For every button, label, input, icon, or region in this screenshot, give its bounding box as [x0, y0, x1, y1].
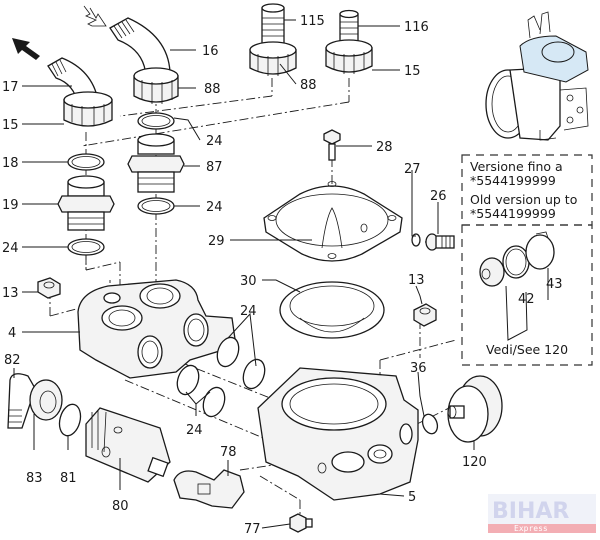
label-15b: 15: [404, 64, 421, 79]
label-13b: 13: [408, 273, 425, 288]
label-115: 115: [300, 14, 325, 29]
label-87: 87: [206, 160, 223, 175]
part-5-pump-body[interactable]: [257, 367, 419, 501]
part-19-nipple[interactable]: [57, 175, 115, 231]
label-36: 36: [410, 361, 427, 376]
part-29-cover[interactable]: [263, 181, 403, 262]
part-116-hose-tail[interactable]: [325, 9, 373, 75]
old-version-it-label: Versione fino a: [470, 159, 563, 174]
label-24e: 24: [186, 423, 203, 438]
part-16-elbow-fitting[interactable]: [109, 17, 179, 104]
part-42-ring[interactable]: [502, 245, 530, 279]
label-82: 82: [4, 353, 21, 368]
old-cap-part[interactable]: [479, 257, 505, 287]
flow-out-arrow-icon: [12, 38, 40, 60]
see-120-reference: Vedi/See 120: [486, 342, 568, 357]
label-15a: 15: [2, 118, 19, 133]
part-labels: 16 17 15 88 115 88 116 15 24 18 87 28 19…: [2, 14, 563, 537]
part-26-plug[interactable]: [425, 233, 455, 251]
label-29: 29: [208, 234, 225, 249]
label-5: 5: [408, 490, 416, 505]
o-ring-24-right-d[interactable]: [199, 384, 228, 419]
label-116: 116: [404, 20, 429, 35]
label-19: 19: [2, 198, 19, 213]
part-77-plug[interactable]: [289, 513, 313, 533]
watermark-subtext: Express: [514, 524, 548, 533]
o-ring-24-mid[interactable]: [137, 197, 175, 215]
old-version-en-label: Old version up to: [470, 192, 577, 207]
flow-in-arrow-icon: [83, 5, 107, 27]
part-82-elbow[interactable]: [7, 373, 37, 429]
label-4: 4: [8, 326, 16, 341]
part-4-manifold[interactable]: [77, 279, 237, 379]
o-ring-24-left[interactable]: [67, 238, 105, 256]
o-ring-24-right-c[interactable]: [173, 362, 202, 397]
label-16: 16: [202, 44, 219, 59]
part-27-o-ring[interactable]: [411, 233, 421, 247]
o-ring-24-right-a[interactable]: [213, 334, 242, 369]
watermark-logo: BIHAR Express: [488, 494, 596, 533]
label-77: 77: [244, 522, 261, 537]
label-26: 26: [430, 189, 447, 204]
label-18: 18: [2, 156, 19, 171]
label-30: 30: [240, 274, 257, 289]
label-13a: 13: [2, 286, 19, 301]
label-88a: 88: [204, 82, 221, 97]
part-17-elbow-fitting[interactable]: [47, 57, 113, 127]
label-81: 81: [60, 471, 77, 486]
part-28-bolt[interactable]: [323, 129, 341, 161]
label-28: 28: [376, 140, 393, 155]
label-17: 17: [2, 80, 19, 95]
label-24d: 24: [240, 304, 257, 319]
complete-pump-thumbnail: [485, 11, 589, 141]
old-version-it-serial: *5544199999: [470, 173, 556, 188]
leader-lines: [13, 19, 475, 529]
part-87-nipple[interactable]: [127, 133, 185, 193]
label-43: 43: [546, 277, 563, 292]
part-120-cap[interactable]: [447, 375, 503, 443]
o-ring-24-right-b[interactable]: [239, 356, 268, 391]
o-ring-18[interactable]: [67, 153, 105, 171]
part-13-nut-left[interactable]: [37, 277, 61, 299]
old-version-box: Versione fino a *5544199999 Old version …: [461, 154, 593, 366]
part-78-elbow[interactable]: [173, 469, 245, 509]
label-24b: 24: [206, 200, 223, 215]
label-42: 42: [518, 292, 535, 307]
part-80-valve[interactable]: [85, 407, 171, 483]
label-27: 27: [404, 162, 421, 177]
watermark-text: BIHAR: [492, 499, 569, 524]
o-ring-24-upper[interactable]: [137, 112, 175, 130]
label-88b: 88: [300, 78, 317, 93]
label-24c: 24: [2, 241, 19, 256]
part-81-o-ring[interactable]: [56, 402, 84, 438]
label-78: 78: [220, 445, 237, 460]
label-83: 83: [26, 471, 43, 486]
label-24a: 24: [206, 134, 223, 149]
part-83-nut[interactable]: [29, 379, 63, 421]
part-43-clamp[interactable]: [525, 231, 555, 270]
part-13-nut-right[interactable]: [413, 303, 437, 327]
part-30-diaphragm[interactable]: [279, 281, 385, 339]
part-115-hose-tail[interactable]: [249, 3, 297, 76]
part-36-o-ring[interactable]: [420, 412, 440, 436]
old-version-en-serial: *5544199999: [470, 206, 556, 221]
label-80: 80: [112, 499, 129, 514]
label-120: 120: [462, 455, 487, 470]
